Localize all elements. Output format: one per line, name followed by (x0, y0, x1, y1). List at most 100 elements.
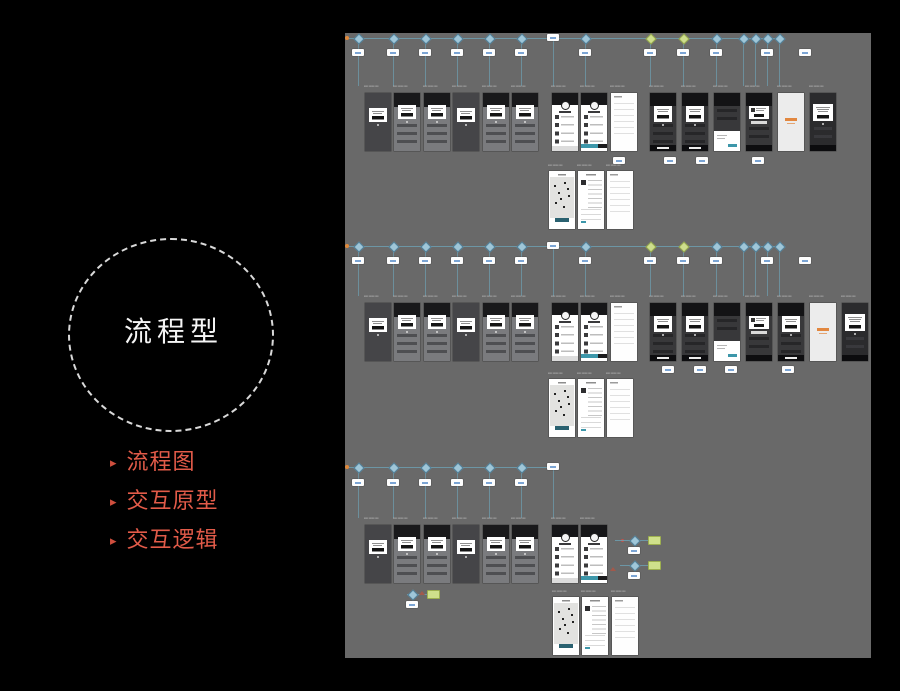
flow-condition-tag (613, 157, 625, 164)
flow-connector-line (521, 470, 522, 518)
artboard-label: ▪▪▪▪ ▪▪▪▪▪ ▪▪▪ (649, 84, 664, 88)
flow-decision-diamond (388, 462, 400, 474)
flow-connector-line (553, 41, 554, 86)
flow-decision-diamond (420, 241, 432, 253)
flow-decision-diamond (516, 33, 528, 45)
artboard-label: ▪▪▪▪ ▪▪▪▪▪ ▪▪▪ (610, 294, 625, 298)
flow-condition-tag (710, 257, 722, 264)
artboard-label: ▪▪▪▪ ▪▪▪▪▪ ▪▪▪ (681, 84, 696, 88)
flow-connector-line (767, 249, 768, 296)
artboard-label: ▪▪▪▪ ▪▪▪▪▪ ▪▪▪ (423, 84, 438, 88)
flow-condition-tag (710, 49, 722, 56)
flow-condition-tag (483, 257, 495, 264)
flow-condition-tag (483, 479, 495, 486)
flow-decision-diamond (762, 33, 774, 45)
flow-decision-diamond (353, 33, 365, 45)
phone-artboard-darkModal (810, 93, 836, 151)
flow-condition-tag (547, 242, 559, 249)
phone-artboard-dim (365, 303, 391, 361)
flow-condition-tag (515, 257, 527, 264)
phone-artboard-darkModal (842, 303, 868, 361)
flow-condition-tag (515, 49, 527, 56)
phone-artboard-club (552, 303, 578, 361)
flow-decision-diamond-green (678, 33, 690, 45)
flow-decision-diamond (353, 241, 365, 253)
flow-condition-tag (387, 49, 399, 56)
phone-artboard-blank (607, 171, 633, 229)
phone-artboard-cardDark (650, 303, 676, 361)
flow-decision-diamond (629, 560, 641, 572)
flow-connector-line (650, 41, 651, 86)
flow-decision-diamond (516, 241, 528, 253)
flow-connector-line (755, 41, 756, 86)
flow-triangle-marker (610, 567, 616, 571)
flow-connector-line (743, 41, 744, 86)
flow-type-circle: 流程型 (68, 238, 274, 432)
artboard-label: ▪▪▪▪ ▪▪▪▪▪ ▪▪▪ (551, 516, 566, 520)
triangle-bullet-icon: ▸ (110, 533, 118, 548)
flow-condition-tag (352, 49, 364, 56)
artboard-label: ▪▪▪▪ ▪▪▪▪▪ ▪▪▪ (606, 163, 621, 167)
artboard-label: ▪▪▪▪ ▪▪▪▪▪ ▪▪▪ (548, 371, 563, 375)
flow-green-node (648, 536, 661, 545)
flow-decision-diamond (353, 462, 365, 474)
flow-triangle-marker (419, 591, 425, 595)
phone-artboard-blank (607, 379, 633, 437)
flow-connector-line (779, 249, 780, 296)
phone-artboard-map (549, 379, 575, 437)
flow-decision-diamond (580, 241, 592, 253)
flow-connector-line (521, 249, 522, 296)
phone-artboard-clubTeal (581, 525, 607, 583)
phone-artboard-club (552, 525, 578, 583)
phone-artboard-dim (365, 93, 391, 151)
flow-decision-diamond (388, 241, 400, 253)
phone-artboard-modal (424, 525, 450, 583)
flow-condition-tag (579, 49, 591, 56)
flow-decision-diamond (774, 241, 786, 253)
artboard-label: ▪▪▪▪ ▪▪▪▪▪ ▪▪▪ (364, 516, 379, 520)
flow-condition-tag (483, 49, 495, 56)
flow-condition-tag (694, 366, 706, 373)
flow-condition-tag (677, 49, 689, 56)
flow-decision-diamond-green (645, 241, 657, 253)
phone-artboard-modal (512, 303, 538, 361)
bullet-list: ▸ 流程图 ▸ 交互原型 ▸ 交互逻辑 (110, 450, 219, 567)
flow-decision-diamond (750, 33, 762, 45)
flow-connector-line (347, 38, 784, 39)
flow-condition-tag (352, 257, 364, 264)
flow-connector-line (358, 41, 359, 86)
artboard-label: ▪▪▪▪ ▪▪▪▪▪ ▪▪▪ (611, 589, 626, 593)
artboard-label: ▪▪▪▪ ▪▪▪▪▪ ▪▪▪ (511, 294, 526, 298)
artboard-label: ▪▪▪▪ ▪▪▪▪▪ ▪▪▪ (364, 84, 379, 88)
phone-artboard-blank (611, 93, 637, 151)
flow-connector-line (425, 470, 426, 518)
phone-artboard-map (549, 171, 575, 229)
flow-connector-line (425, 41, 426, 86)
artboard-label: ▪▪▪▪ ▪▪▪▪▪ ▪▪▪ (393, 516, 408, 520)
flow-condition-tag (419, 479, 431, 486)
triangle-bullet-icon: ▸ (110, 494, 118, 509)
flow-connector-line (457, 41, 458, 86)
flow-condition-tag (761, 49, 773, 56)
artboard-label: ▪▪▪▪ ▪▪▪▪▪ ▪▪▪ (681, 294, 696, 298)
flow-connector-line (393, 470, 394, 518)
phone-artboard-modal (424, 93, 450, 151)
flow-condition-tag (352, 479, 364, 486)
flow-decision-diamond (580, 33, 592, 45)
flow-decision-diamond (420, 33, 432, 45)
artboard-label: ▪▪▪▪ ▪▪▪▪▪ ▪▪▪ (551, 84, 566, 88)
phone-artboard-feed (582, 597, 608, 655)
phone-artboard-cardDark (682, 93, 708, 151)
flow-start-node (345, 36, 349, 40)
phone-artboard-modal (394, 93, 420, 151)
flow-green-node (427, 590, 440, 599)
artboard-label: ▪▪▪▪ ▪▪▪▪▪ ▪▪▪ (482, 84, 497, 88)
flow-connector-line (347, 467, 553, 468)
prototype-canvas: ▪▪▪▪ ▪▪▪▪▪ ▪▪▪ ▪▪▪▪ ▪▪▪▪▪ ▪▪▪ ▪▪▪▪ ▪▪▪▪▪ ▪… (345, 33, 871, 658)
artboard-label: ▪▪▪▪ ▪▪▪▪▪ ▪▪▪ (713, 84, 728, 88)
flow-connector-line (358, 470, 359, 518)
artboard-label: ▪▪▪▪ ▪▪▪▪▪ ▪▪▪ (511, 84, 526, 88)
phone-artboard-dim (453, 303, 479, 361)
flow-connector-line (347, 246, 784, 247)
flow-connector-line (393, 249, 394, 296)
